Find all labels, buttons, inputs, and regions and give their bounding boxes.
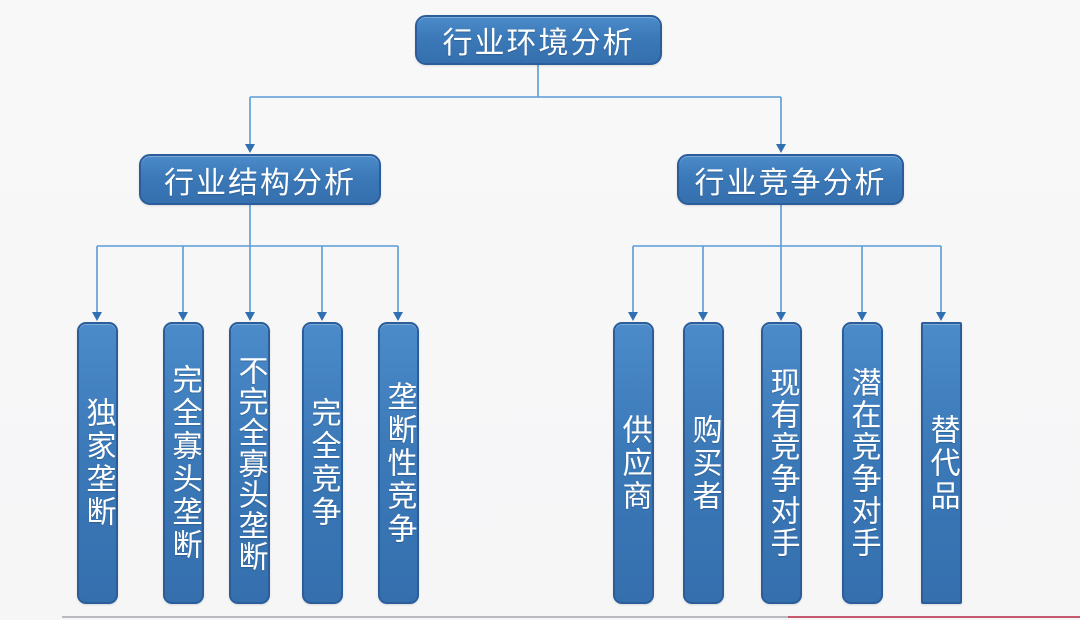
progress-bar-fill[interactable]: [788, 616, 1080, 618]
leaf-buyers: 购买者: [683, 322, 724, 604]
node-branch-industry-competition: 行业竞争分析: [677, 154, 904, 205]
leaf-suppliers: 供应商: [613, 322, 654, 604]
leaf-perfect-competition: 完全竞争: [302, 322, 343, 604]
node-root-industry-environment: 行业环境分析: [415, 15, 662, 65]
node-branch-industry-structure: 行业结构分析: [139, 154, 381, 205]
leaf-incomplete-oligopoly: 不完全寡头垄断: [229, 322, 270, 604]
leaf-substitutes: 替代品: [921, 322, 962, 604]
leaf-existing-competitors: 现有竞争对手: [761, 322, 802, 604]
leaf-exclusive-monopoly: 独家垄断: [77, 322, 118, 604]
leaf-potential-competitors: 潜在竞争对手: [842, 322, 883, 604]
leaf-monopolistic-competition: 垄断性竞争: [378, 322, 419, 604]
progress-bar-track[interactable]: [62, 616, 1080, 618]
leaf-complete-oligopoly: 完全寡头垄断: [163, 322, 204, 604]
